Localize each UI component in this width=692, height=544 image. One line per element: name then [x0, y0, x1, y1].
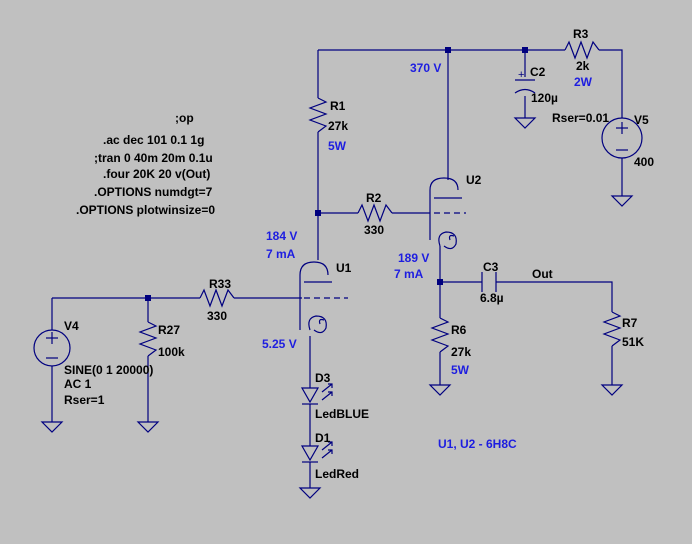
r33-name: R33	[209, 277, 231, 291]
junctions	[145, 47, 528, 301]
r3-name: R3	[573, 27, 589, 41]
r2-value: 330	[364, 223, 384, 237]
v4-value-1: SINE(0 1 20000)	[64, 363, 153, 377]
v4-value-2: AC 1	[64, 377, 92, 391]
resistor-r27: R27 100k	[138, 321, 185, 359]
net-label-out: Out	[532, 267, 553, 281]
directive-op: ;op	[175, 111, 194, 125]
annotation-5-25v: 5.25 V	[262, 337, 297, 351]
ground-icon	[40, 421, 64, 433]
r33-value: 330	[207, 309, 227, 323]
annotation-r6-power: 5W	[451, 363, 470, 377]
resistor-r7: R7 51K	[602, 311, 644, 349]
directive-options-plotwinsize: .OPTIONS plotwinsize=0	[76, 203, 215, 217]
annotation-r1-power: 5W	[328, 139, 347, 153]
spice-directives: ;op .ac dec 101 0.1 1g ;tran 0 40m 20m 0…	[76, 111, 215, 217]
ground-symbols	[40, 117, 634, 499]
c2-name: C2	[530, 65, 546, 79]
c2-value: 120µ	[531, 91, 558, 105]
led-d3: D3 LedBLUE	[300, 371, 369, 421]
d3-name: D3	[315, 371, 331, 385]
annotation-370v: 370 V	[410, 61, 441, 75]
u2-name: U2	[466, 173, 482, 187]
resistor-r33: R33 330	[199, 277, 235, 323]
directive-four: .four 20K 20 v(Out)	[103, 167, 210, 181]
ground-icon	[513, 117, 537, 129]
r7-value: 51K	[622, 335, 644, 349]
wires	[51, 49, 623, 488]
triode-u2: U2	[429, 173, 482, 250]
c3-value: 6.8µ	[480, 291, 504, 305]
r1-name: R1	[330, 99, 346, 113]
voltage-source-v4: V4 SINE(0 1 20000) AC 1 Rser=1	[33, 319, 153, 407]
capacitor-c3: C3 6.8µ	[480, 260, 504, 305]
c3-name: C3	[483, 260, 499, 274]
r27-name: R27	[158, 323, 180, 337]
resistor-r6: R6 27k	[430, 317, 471, 359]
v5-rser: Rser=0.01	[552, 111, 609, 125]
annotation-r3-power: 2W	[574, 75, 593, 89]
resistor-r1: R1 27k	[308, 97, 348, 133]
resistor-r3: R3 2k	[564, 27, 600, 73]
d1-value: LedRed	[315, 467, 359, 481]
ground-icon	[136, 421, 160, 433]
ground-icon	[600, 384, 624, 396]
capacitor-c2: + C2 120µ	[514, 65, 558, 105]
r6-name: R6	[451, 323, 467, 337]
c2-polarity-icon: +	[518, 69, 524, 81]
ground-icon	[428, 384, 452, 396]
r7-name: R7	[622, 316, 638, 330]
annotations: 370 V 2W 5W 184 V 7 mA 189 V 7 mA 5.25 V…	[262, 61, 593, 451]
r27-value: 100k	[158, 345, 185, 359]
directive-ac: .ac dec 101 0.1 1g	[103, 133, 204, 147]
r1-value: 27k	[328, 119, 348, 133]
directive-tran: ;tran 0 40m 20m 0.1u	[94, 151, 213, 165]
voltage-source-v5: V5 400 Rser=0.01	[552, 111, 654, 169]
v4-name: V4	[64, 319, 79, 333]
annotation-189v: 189 V	[398, 251, 429, 265]
annotation-tube-type: U1, U2 - 6H8C	[438, 437, 517, 451]
r2-name: R2	[366, 191, 382, 205]
annotation-u1-current: 7 mA	[266, 247, 296, 261]
r6-value: 27k	[451, 345, 471, 359]
v4-value-3: Rser=1	[64, 393, 105, 407]
triode-u1: U1	[299, 261, 352, 334]
v5-name: V5	[634, 113, 649, 127]
led-d1: D1 LedRed	[300, 431, 359, 481]
annotation-u2-current: 7 mA	[394, 267, 424, 281]
directive-options-numdgt: .OPTIONS numdgt=7	[94, 185, 213, 199]
ground-icon	[610, 195, 634, 207]
resistor-r2: R2 330	[357, 191, 393, 237]
d3-value: LedBLUE	[315, 407, 369, 421]
r3-value: 2k	[576, 59, 590, 73]
d1-name: D1	[315, 431, 331, 445]
u1-name: U1	[336, 261, 352, 275]
v5-value: 400	[634, 155, 654, 169]
ground-icon	[298, 487, 322, 499]
annotation-184v: 184 V	[266, 229, 297, 243]
